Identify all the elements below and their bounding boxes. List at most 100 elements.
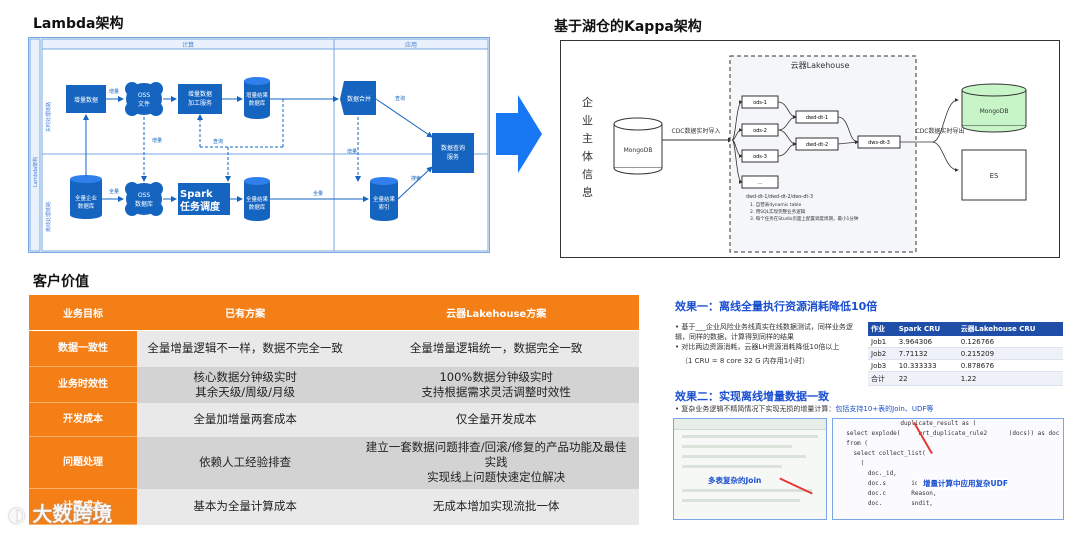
svg-text:MongoDB: MongoDB — [624, 147, 653, 154]
svg-text:dwd-dt-2: dwd-dt-2 — [806, 142, 828, 148]
table-row: 业务时效性 核心数据分钟级实时其余天级/周级/月级 100%数据分钟级实时支持根… — [29, 366, 639, 403]
side-label-realtime: 实时处理链路 — [45, 102, 52, 132]
effect1-text2: • 对比两边资源消耗，云器LH资源消耗降低10倍以上 — [675, 343, 840, 351]
node-spark — [178, 183, 230, 215]
cell-multiline: 建立一套数据问题排查/回滚/修复的产品功能及最佳实践实现线上问题快速定位解决 — [353, 436, 639, 489]
mongodb-target — [961, 83, 1027, 133]
side-label-offline: 离线处理链路 — [45, 202, 52, 232]
svg-text:数据库: 数据库 — [78, 202, 95, 210]
node-query-service — [432, 133, 474, 173]
cell-multiline: 100%数据分钟级实时支持根据需求灵活调整时效性 — [353, 366, 639, 403]
svg-text:服务: 服务 — [447, 153, 459, 161]
row3-new-line2: 实践 — [484, 455, 508, 469]
enterprise-info: 企业主 体信息 — [582, 95, 597, 199]
node-full-index — [370, 177, 398, 221]
kappa-title: 基于湖仓的Kappa架构 — [554, 19, 702, 35]
node-oss-file-line2: 文件 — [138, 100, 150, 108]
edge-label-full: 全量 — [109, 188, 119, 195]
watermark: ◐ 大数跨境 — [8, 502, 113, 526]
cell-multiline: 核心数据分钟级实时其余天级/周级/月级 — [137, 366, 354, 403]
effect2-title: 效果二：实现离线增量数据一致 — [675, 390, 829, 403]
svg-text:数据查询: 数据查询 — [441, 144, 465, 152]
node-data-merge — [340, 81, 376, 115]
svg-text:数据库: 数据库 — [249, 99, 266, 107]
es-box — [961, 149, 1027, 201]
edge-label-inc3: 增量 — [152, 137, 162, 144]
row1-old-line2: 其余天级/周级/月级 — [195, 384, 296, 399]
edge-label-inc2: 增量 — [347, 148, 357, 155]
mongodb-source — [613, 117, 663, 175]
value-table: 业务目标 已有方案 云器Lakehouse方案 数据一致性 全量增量逻辑不一样，… — [29, 295, 639, 525]
cdc-out-label: CDC数据实时导出 — [916, 127, 965, 135]
lambda-edges — [83, 96, 433, 202]
value-title: 客户价值 — [33, 274, 89, 290]
node-inc-data — [66, 85, 106, 113]
lakehouse-note-1: 1. 自营表dynamic table — [750, 201, 802, 208]
table-row: 计算成本 基本为全量计算成本 无成本增加实现流批一体 — [29, 488, 639, 525]
svg-text:数据合并: 数据合并 — [347, 95, 371, 103]
lakehouse-note-2: 2. 用SQL实现完整业务逻辑 — [750, 208, 806, 215]
svg-text:全量企业: 全量企业 — [75, 194, 98, 202]
udf-label: 增量计算中应用复杂UDF — [917, 479, 1008, 489]
svg-text:ods-1: ods-1 — [753, 100, 767, 106]
lambda-diagram: 计算 应用 Lambda架构 实时处理链路 离线处理链路 增量数据 OSS 文件… — [28, 37, 490, 253]
lambda-title: Lambda架构 — [33, 16, 124, 32]
svg-text:dws-dt-3: dws-dt-3 — [868, 140, 890, 146]
node-inc-process — [178, 84, 222, 114]
lane-compute-label: 计算 — [182, 41, 194, 49]
cdc-in-label: CDC数据实时导入 — [672, 127, 721, 135]
header-goal: 业务目标 — [29, 295, 137, 331]
svg-text:dwd-dt-1: dwd-dt-1 — [806, 115, 828, 121]
join-screenshot: 多表复杂的Join — [673, 418, 827, 520]
svg-text:MongoDB: MongoDB — [980, 108, 1009, 115]
svg-text:索引: 索引 — [378, 203, 389, 211]
svg-text:数据库: 数据库 — [249, 203, 266, 211]
row1-old-line1: 核心数据分钟级实时 — [193, 369, 297, 384]
svg-text:数据库: 数据库 — [135, 200, 153, 208]
svg-text:ods-3: ods-3 — [753, 154, 767, 160]
udf-code: duplicate_result as ( select explode( ar… — [832, 418, 1064, 520]
svg-text:全量结果: 全量结果 — [373, 195, 396, 203]
watermark-icon: ◐ — [8, 502, 26, 526]
node-oss-archive — [125, 182, 163, 216]
edge-label-inc: 增量 — [109, 88, 119, 95]
transition-arrow — [496, 95, 542, 173]
effect1-text1: • 基于___企业风险业务线真实在线数据测试，同样业务逻辑，同样的数据，计算得到… — [675, 323, 853, 341]
header-old: 已有方案 — [137, 295, 354, 331]
node-oss-file — [125, 82, 163, 116]
node-full-result-db — [244, 177, 270, 221]
svg-text:任务调度: 任务调度 — [179, 200, 221, 213]
svg-text:ES: ES — [990, 172, 999, 180]
kappa-diagram: 企业主 体信息 MongoDB CDC数据实时导入 云器Lakehouse od… — [560, 40, 1060, 258]
node-oss-file-line1: OSS — [138, 92, 151, 99]
row1-new-line2: 支持根据需求灵活调整时效性 — [421, 384, 571, 399]
lane-app-label: 应用 — [405, 41, 417, 49]
node-inc-data-label: 增量数据 — [74, 96, 98, 104]
table-row: 开发成本 全量加增量两套成本 仅全量开发成本 — [29, 402, 639, 437]
row3-new-line3: 实现线上问题快速定位解决 — [427, 470, 566, 484]
lakehouse-label: 云器Lakehouse — [791, 61, 850, 70]
node-inc-process-line2: 加工服务 — [188, 99, 212, 107]
effect1-title: 效果一：离线全量执行资源消耗降低10倍 — [675, 300, 878, 313]
edge-label-query2: 查询 — [395, 95, 405, 102]
svg-text:ods-2: ods-2 — [753, 128, 767, 134]
side-label-lambda: Lambda架构 — [32, 157, 39, 187]
edge-label-search: 搜索 — [411, 175, 421, 182]
effect1-cru: （1 CRU = 8 core 32 G 内存用1小时） — [681, 357, 810, 365]
join-label: 多表复杂的Join — [708, 476, 762, 485]
node-inc-process-line1: 增量数据 — [188, 90, 212, 98]
lakehouse-note-3: 3. 每个任务在Studio页面上配置调度周期，最小1分钟 — [750, 215, 859, 222]
table-row: 问题处理 依赖人工经验排查 建立一套数据问题排查/回滚/修复的产品功能及最佳实践… — [29, 436, 639, 489]
lakehouse-note-0: dwd-dt-1/dwd-dt-2/dws-dt-3 — [746, 194, 813, 200]
edge-label-query: 查询 — [213, 138, 223, 145]
header-new: 云器Lakehouse方案 — [353, 295, 639, 331]
svg-text:增量结果: 增量结果 — [246, 91, 269, 99]
svg-text:...: ... — [758, 180, 763, 186]
effects-panel: 效果一：离线全量执行资源消耗降低10倍 • 基于___企业风险业务线真实在线数据… — [667, 290, 1070, 522]
svg-text:OSS: OSS — [138, 192, 151, 199]
row3-new-line1: 建立一套数据问题排查/回滚/修复的产品功能及最佳 — [365, 440, 627, 454]
svg-text:全量结果: 全量结果 — [246, 195, 269, 203]
